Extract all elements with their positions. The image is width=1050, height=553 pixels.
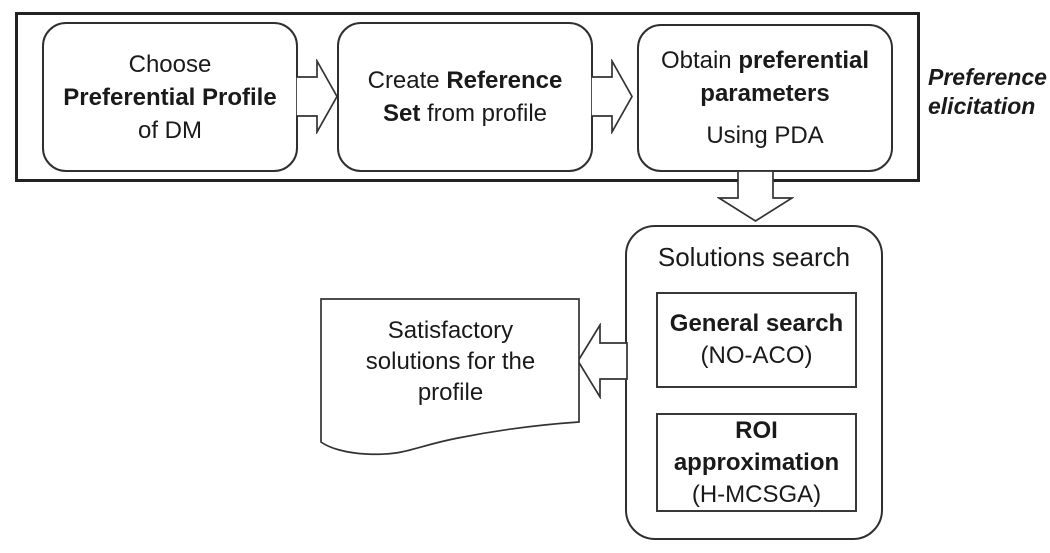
node2-line1-regular: Create [367, 67, 447, 94]
roi-line1: ROI [735, 416, 778, 444]
preference-elicitation-label: Preference elicitation [928, 63, 1047, 121]
node3-line1: Obtain preferential [661, 44, 869, 77]
roi-line3: (H-MCSGA) [691, 480, 822, 508]
document-shape-icon [320, 298, 580, 456]
output-line1: Satisfactory [387, 317, 514, 344]
node2-line2: Set from profile [383, 97, 547, 130]
node3-line1-regular: Obtain [660, 47, 739, 74]
node3-line1-bold: preferential [738, 47, 870, 74]
flow-arrow-right-2-icon [591, 59, 633, 134]
side-label-line2: elicitation [928, 93, 1036, 119]
node-roi-approximation: ROI approximation (H-MCSGA) [656, 413, 857, 512]
solutions-search-title: Solutions search [657, 242, 851, 272]
node-obtain-preferential-parameters: Obtain preferential parameters Using PDA [637, 24, 893, 172]
flow-arrow-down-icon [717, 171, 794, 223]
output-line2: solutions for the [365, 348, 536, 375]
node2-line2-regular: from profile [420, 100, 548, 127]
node3-line2: parameters [700, 80, 830, 107]
flow-arrow-right-1-icon [296, 59, 338, 134]
node1-line3: of DM [137, 116, 202, 144]
flow-arrow-left-icon [577, 323, 628, 399]
node3-line3: Using PDA [706, 122, 824, 149]
node-general-search: General search (NO-ACO) [656, 292, 857, 388]
node-create-reference-set: Create Reference Set from profile [337, 22, 593, 172]
node2-line1: Create Reference [368, 64, 563, 97]
general-search-line1: General search [669, 310, 844, 337]
side-label-line1: Preference [928, 64, 1047, 90]
node2-line2-bold: Set [382, 100, 421, 127]
node1-line2: Preferential Profile [63, 83, 277, 111]
node2-line1-bold: Reference [446, 67, 563, 94]
node-choose-preferential-profile: Choose Preferential Profile of DM [42, 22, 298, 172]
output-line3: profile [417, 379, 484, 406]
node-satisfactory-solutions: Satisfactory solutions for the profile [320, 298, 581, 460]
node1-line1: Choose [128, 50, 212, 78]
general-search-line2: (NO-ACO) [700, 342, 813, 369]
roi-line2: approximation [673, 448, 840, 476]
document-text: Satisfactory solutions for the profile [320, 298, 581, 460]
